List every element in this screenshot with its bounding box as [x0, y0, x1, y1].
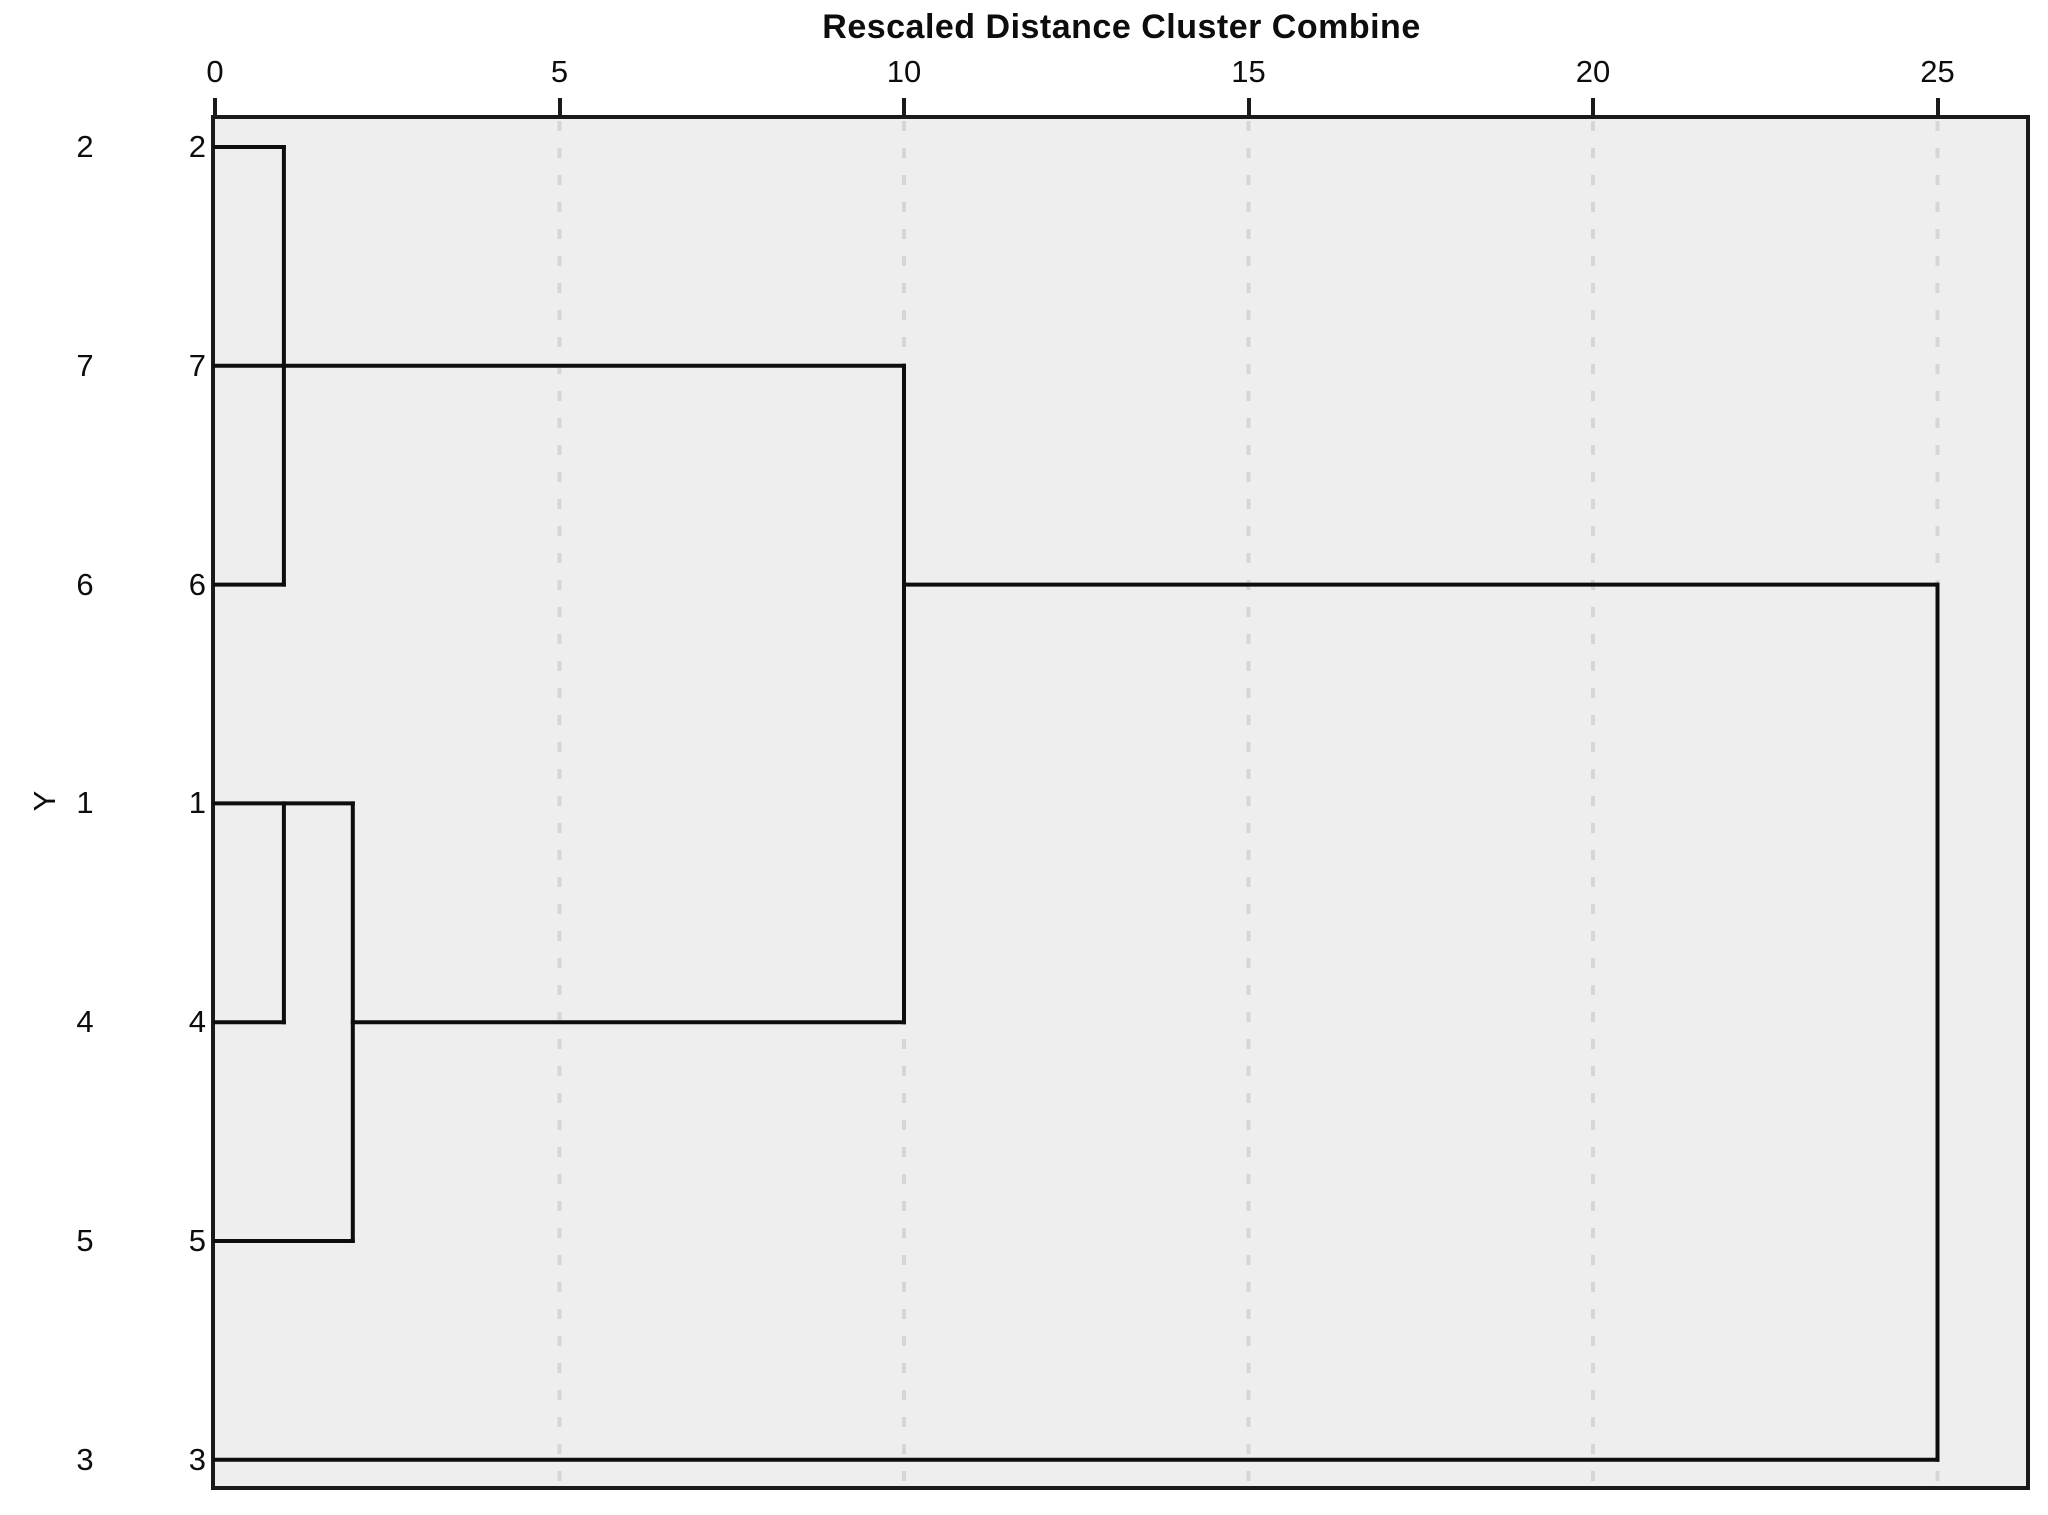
- x-axis-tick-label: 0: [206, 54, 224, 89]
- row-label-inner: 6: [188, 566, 206, 602]
- x-axis-tick-mark: [213, 98, 217, 117]
- x-axis-tick-label: 15: [1231, 54, 1266, 89]
- x-axis-tick-mark: [1591, 98, 1595, 117]
- x-axis-tick-label: 25: [1920, 54, 1955, 89]
- x-axis-tick-label: 10: [886, 54, 922, 89]
- chart-title: Rescaled Distance Cluster Combine: [822, 8, 1421, 46]
- row-label-outer: 1: [76, 785, 94, 821]
- plot-area: [211, 115, 2030, 1490]
- y-axis-label: Y: [27, 790, 62, 812]
- row-label-outer: 6: [76, 566, 94, 602]
- row-label-outer: 7: [76, 347, 94, 383]
- row-label-inner: 4: [188, 1004, 206, 1040]
- row-label-outer: 3: [76, 1441, 94, 1477]
- x-axis-tick-mark: [1246, 98, 1251, 117]
- x-axis-tick-mark: [557, 98, 562, 117]
- x-axis-tick-label: 5: [550, 54, 569, 89]
- row-label-inner: 5: [188, 1223, 206, 1258]
- row-label-inner: 3: [188, 1441, 206, 1477]
- row-label-inner: 1: [188, 785, 206, 821]
- row-label-outer: 5: [76, 1223, 94, 1258]
- x-axis-tick-mark: [1935, 98, 1940, 117]
- row-label-outer: 4: [76, 1004, 94, 1040]
- row-label-inner: 2: [188, 129, 206, 164]
- row-label-inner: 7: [188, 347, 206, 383]
- row-label-outer: 2: [76, 129, 94, 164]
- x-axis-tick-label: 20: [1575, 54, 1611, 89]
- x-axis-tick-mark: [902, 98, 906, 117]
